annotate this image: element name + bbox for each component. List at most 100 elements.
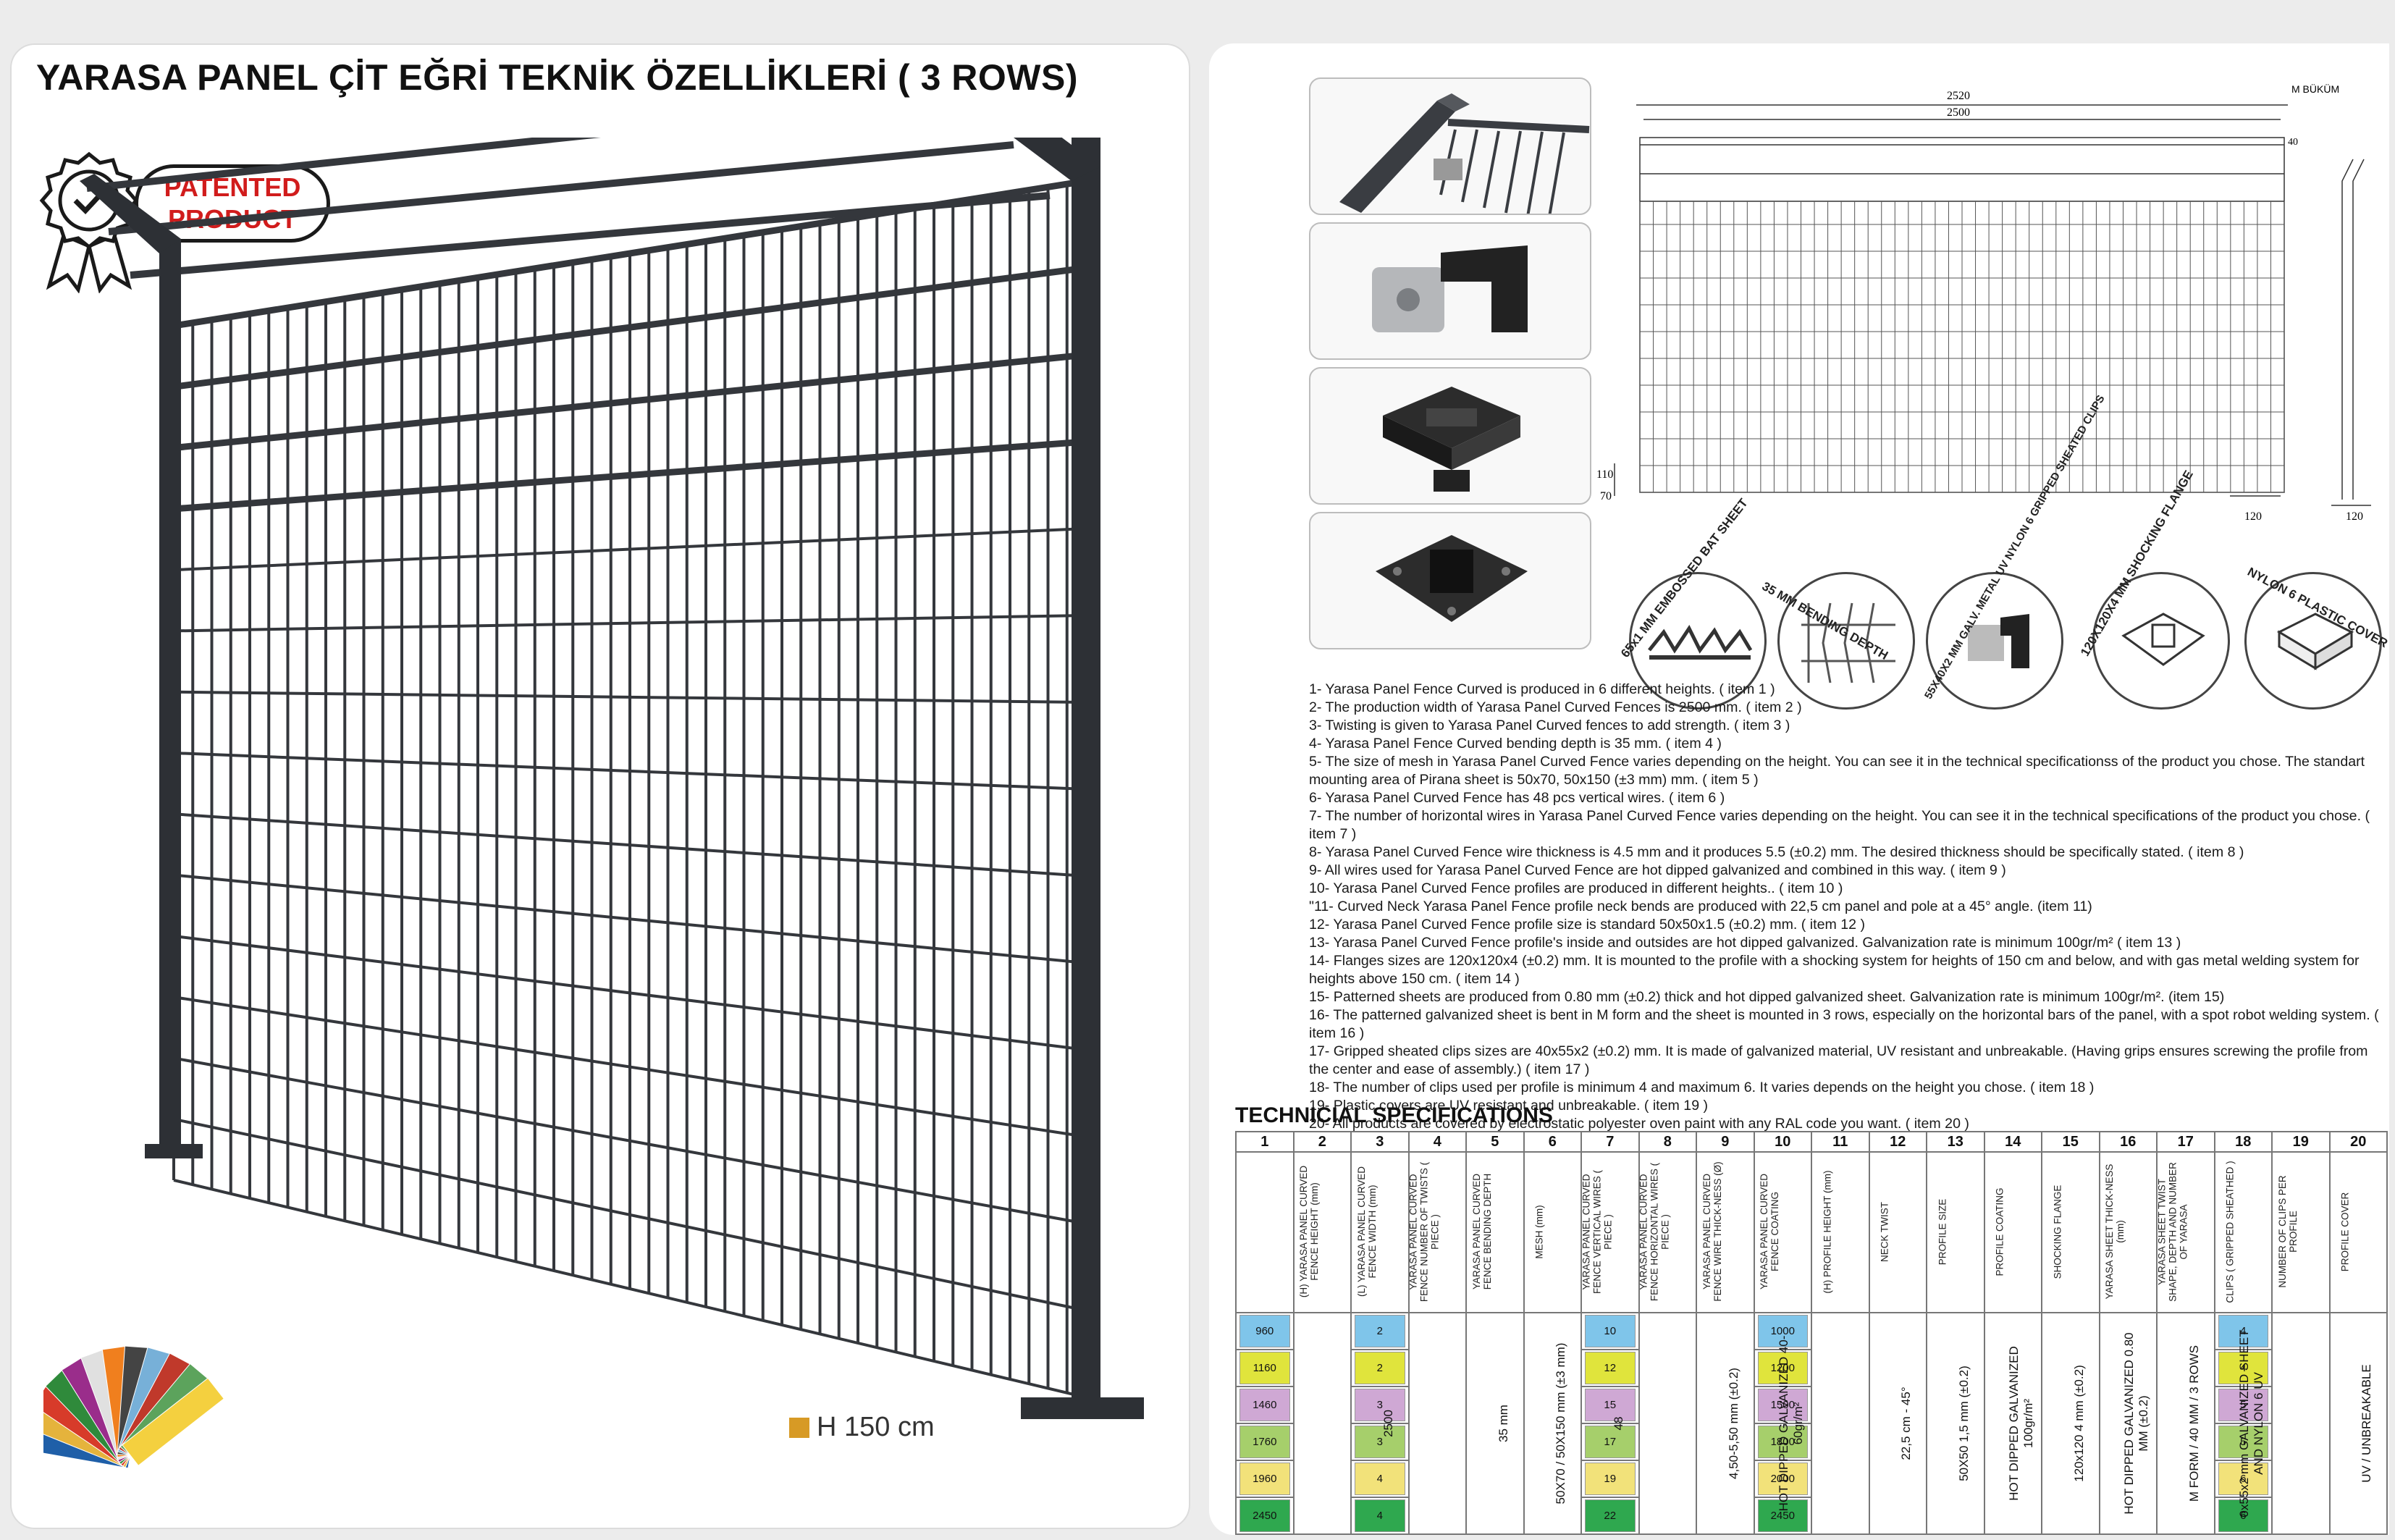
cell-text: 0x55x2 mm GALVANIZED SHEET AND NYLON 6 U… <box>2237 1329 2265 1518</box>
value-chip: 960 <box>1239 1315 1290 1347</box>
plastic-cover-icon <box>1383 387 1520 492</box>
table-cell: UV / UNBREAKABLE <box>2271 1312 2373 1535</box>
table-cell: 1000 <box>1753 1312 1812 1350</box>
table-cell: 48 <box>1523 1312 1625 1535</box>
column-number: 8 <box>1638 1131 1697 1153</box>
dim-40: 40 <box>2288 137 2298 148</box>
table-cell: ELECTROSTATIC POLYESTER IN ANY RAL CODE … <box>2328 1312 2388 1535</box>
column-number: 14 <box>1983 1131 2042 1153</box>
table-cell: 19 <box>1580 1460 1640 1498</box>
value-chip: 2 <box>1355 1352 1405 1384</box>
cell-text: HOT DIPPED GALVANIZED 40-60gr/m² <box>1777 1335 1805 1512</box>
table-cell: 2500 <box>1292 1312 1395 1535</box>
note-item: 18- The number of clips used per profile… <box>1309 1080 2095 1095</box>
dim-2520: 2520 <box>1947 90 1970 102</box>
note-item: 19- Plastic covers are UV resistant and … <box>1309 1098 1709 1114</box>
table-cell: 4 <box>1350 1460 1410 1498</box>
dim-70: 70 <box>1600 490 1612 502</box>
table-cell: 35 mm <box>1407 1312 1510 1535</box>
table-cell: 12 <box>1580 1349 1640 1387</box>
value-chip: 10 <box>1585 1315 1636 1347</box>
table-cell: 4 <box>2213 1312 2273 1350</box>
column-header: YARASA PANEL CURVED FENCE HORIZONTAL WIR… <box>1580 1151 1671 1313</box>
value-chip: 4 <box>2218 1315 2268 1347</box>
spec-title: TECHNICIAL SPECIFICATIONS <box>1235 1103 1553 1127</box>
note-item: 7- The number of horizontal wires in Yar… <box>1309 808 2370 842</box>
table-cell: HOT DIPPED GALVANIZED 40-60gr/m² <box>1696 1312 1805 1535</box>
value-chip: 1960 <box>1239 1463 1290 1495</box>
table-cell: HOT DIPPED GALVANIZED 100gr/m² <box>1926 1312 2035 1535</box>
value-chip: 1460 <box>1239 1389 1290 1421</box>
value-chip: 12 <box>1585 1352 1636 1384</box>
cell-text: HOT DIPPED GALVANIZED 100gr/m² <box>2007 1346 2035 1501</box>
column-header: PROFILE COVER <box>2271 1151 2351 1313</box>
table-cell: 1200 <box>1753 1349 1812 1387</box>
cell-text: 120x120 4 mm (±0.2) <box>2071 1365 2086 1482</box>
gripped-clips-icon <box>1926 572 2063 710</box>
table-cell: HOT DIPPED GALVANIZED 0.80 MM (±0.2) <box>2041 1312 2150 1535</box>
height-color-square <box>789 1417 809 1438</box>
notes-list: 1- Yarasa Panel Fence Curved is produced… <box>1309 681 2381 1133</box>
cell-text: 50X50 1,5 mm (±0.2) <box>1956 1366 1971 1481</box>
note-item: 20- All products are covered by electros… <box>1309 1116 1969 1132</box>
note-item: 12- Yarasa Panel Curved Fence profile si… <box>1309 917 1866 933</box>
left-post <box>159 239 181 1151</box>
column-header: (H) PROFILE HEIGHT (mm) <box>1753 1151 1832 1313</box>
note-item: 15- Patterned sheets are produced from 0… <box>1309 989 2225 1005</box>
column-number: 16 <box>2098 1131 2158 1153</box>
value-chip: 4 <box>1355 1463 1405 1495</box>
note-item: 10- Yarasa Panel Curved Fence profiles a… <box>1309 880 1843 896</box>
table-cell: 2000 <box>1753 1460 1812 1498</box>
column-number: 12 <box>1868 1131 1927 1153</box>
column-header: YARASA SHEET TWIST SHAPE, DEPTH AND NUMB… <box>2098 1151 2189 1313</box>
note-item: 1- Yarasa Panel Fence Curved is produced… <box>1309 681 1775 697</box>
table-cell: 2 <box>1350 1349 1410 1387</box>
table-cell: 1160 <box>1235 1349 1295 1387</box>
column-number: 20 <box>2328 1131 2388 1153</box>
note-item: 4- Yarasa Panel Fence Curved bending dep… <box>1309 736 1722 752</box>
table-cell: 1960 <box>1235 1460 1295 1498</box>
column-header: PROFILE SIZE <box>1868 1151 1948 1313</box>
column-header: MESH (mm) <box>1465 1151 1545 1313</box>
cell-text: M FORM / 40 MM / 3 ROWS <box>2186 1345 2201 1502</box>
column-header: (H) YARASA PANEL CURVED FENCE HEIGHT (mm… <box>1235 1151 1320 1313</box>
value-chip: 19 <box>1585 1463 1636 1495</box>
value-chip: 4 <box>2218 1352 2268 1384</box>
plastic-cover-circle-icon <box>2244 572 2382 710</box>
clip-icon <box>1372 245 1528 332</box>
value-chip: 1760 <box>1239 1426 1290 1458</box>
table-cell: 22 <box>1580 1497 1640 1535</box>
cell-text: 4,50-5,50 mm (±0.2) <box>1726 1368 1741 1479</box>
dim-m-bukum: M BÜKÜM <box>2291 83 2339 95</box>
post-cap-icon <box>1339 93 1590 214</box>
column-header: YARASA PANEL CURVED FENCE BENDING DEPTH <box>1407 1151 1493 1313</box>
column-number: 19 <box>2271 1131 2331 1153</box>
table-cell: 3 <box>1350 1386 1410 1424</box>
table-cell: M FORM / 40 MM / 3 ROWS <box>2098 1312 2201 1535</box>
height-label-text: H 150 cm <box>817 1412 935 1442</box>
table-cell: 2 <box>1350 1312 1410 1350</box>
table-cell: 1800 <box>1753 1423 1812 1461</box>
right-post <box>1072 138 1100 1405</box>
note-item: 13- Yarasa Panel Curved Fence profile's … <box>1309 935 2181 951</box>
column-number: 9 <box>1696 1131 1755 1153</box>
table-cell: 4 <box>2213 1349 2273 1387</box>
table-cell: 2450 <box>1753 1497 1812 1535</box>
column-number: 7 <box>1580 1131 1640 1153</box>
height-label: H 150 cm <box>789 1412 935 1443</box>
value-chip: 5 <box>2218 1426 2268 1458</box>
column-header: SHOCKING FLANGE <box>1983 1151 2063 1313</box>
shocking-flange-icon <box>2092 572 2230 710</box>
column-header: NUMBER OF CLIPS PER PROFILE <box>2213 1151 2299 1313</box>
value-chip: 3 <box>1355 1426 1405 1458</box>
table-cell: 4,50-5,50 mm (±0.2) <box>1638 1312 1741 1535</box>
value-chip: 1500 <box>1757 1389 1808 1421</box>
table-cell: 10 <box>1580 1312 1640 1350</box>
table-cell: 0x55x2 mm GALVANIZED SHEET AND NYLON 6 U… <box>2156 1312 2265 1535</box>
table-cell: 17 <box>1580 1423 1640 1461</box>
value-chip: 1200 <box>1757 1352 1808 1384</box>
table-cell: 5 <box>2213 1386 2273 1424</box>
table-cell: 15 <box>1580 1386 1640 1424</box>
ral-color-fan-icon <box>43 1345 224 1469</box>
